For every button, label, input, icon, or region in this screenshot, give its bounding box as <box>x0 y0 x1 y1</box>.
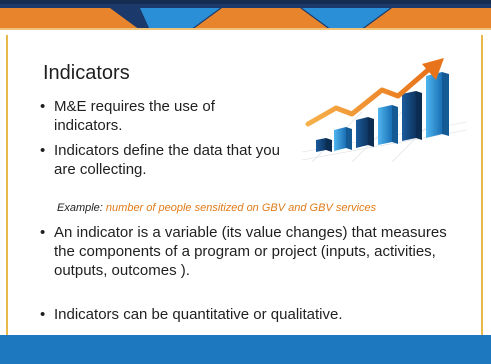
bullet-item: Indicators can be quantitative or qualit… <box>40 305 460 324</box>
example-text: number of people sensitized on GBV and G… <box>105 202 377 214</box>
chart-illustration <box>301 52 468 163</box>
header-band-graphic <box>0 0 491 30</box>
bullet-list-1: M&E requires the use of indicators. <box>40 97 280 135</box>
example-line: Example: number of people sensitized on … <box>57 202 376 214</box>
bullet-list-3: An indicator is a variable (its value ch… <box>40 223 460 280</box>
header-band <box>0 0 491 30</box>
example-label: Example: <box>57 202 103 214</box>
bullet-item: An indicator is a variable (its value ch… <box>40 223 460 280</box>
bullet-item: Indicators define the data that you are … <box>40 141 290 179</box>
slide-title: Indicators <box>43 62 130 84</box>
bar-chart-growth-arrow-icon <box>301 52 468 163</box>
bullet-list-4: Indicators can be quantitative or qualit… <box>40 305 460 324</box>
bullet-list-2: Indicators define the data that you are … <box>40 141 290 179</box>
slide-frame <box>6 35 483 335</box>
footer-bar <box>0 335 491 364</box>
bullet-item: M&E requires the use of indicators. <box>40 97 280 135</box>
